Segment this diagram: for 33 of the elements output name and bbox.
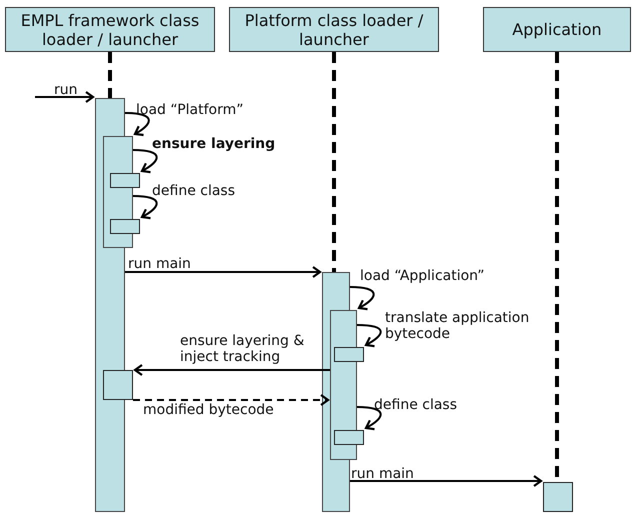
self-call-arrow (350, 286, 375, 310)
message-label: define class (374, 397, 458, 413)
activation-box (543, 482, 573, 512)
activation-box (110, 173, 140, 188)
activation-box (334, 430, 364, 445)
self-call-arrow (356, 324, 382, 348)
message-arrow (125, 266, 322, 278)
message-label: load “Application” (360, 268, 486, 284)
lifeline (108, 52, 112, 98)
message-arrow (133, 394, 330, 406)
message-label: run main (128, 256, 192, 272)
activation-box (334, 347, 364, 362)
self-call-arrow (124, 112, 150, 136)
message-label: ensure layering & inject tracking (180, 333, 306, 365)
self-call-arrow (132, 149, 158, 173)
self-call-arrow (356, 406, 382, 430)
message-label: run main (351, 466, 415, 482)
message-label: modified bytecode (143, 402, 275, 418)
message-arrow (350, 474, 542, 488)
message-label: run (54, 82, 79, 98)
message-label: define class (152, 183, 236, 199)
lifeline-header: EMPL framework class loader / launcher (5, 7, 215, 52)
lifeline-header: Platform class loader / launcher (229, 7, 439, 52)
self-call-arrow (132, 195, 158, 219)
lifeline (332, 52, 336, 272)
activation-box (110, 219, 140, 234)
message-label: translate application bytecode (385, 310, 530, 342)
activation-box (103, 370, 133, 400)
message-arrow (134, 364, 330, 376)
message-arrow (35, 90, 94, 104)
lifeline-header: Application (483, 7, 631, 52)
message-label: ensure layering (152, 136, 276, 152)
message-label: load “Platform” (136, 102, 244, 118)
